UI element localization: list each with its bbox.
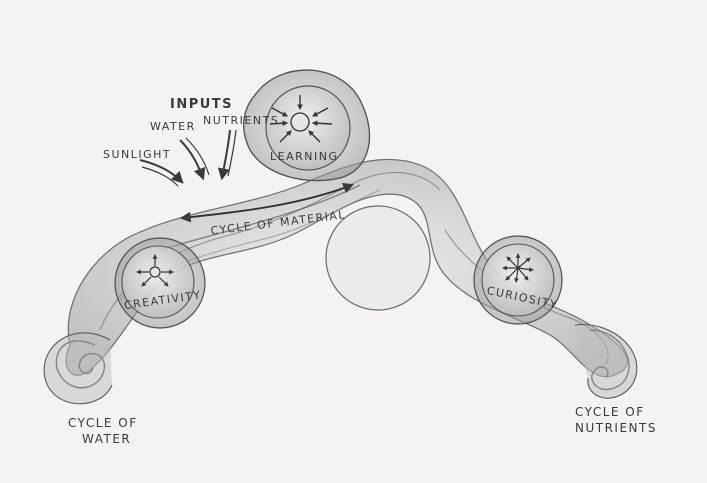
input-label-nutrients: NUTRIENTS	[203, 114, 279, 127]
curiosity-bubble	[474, 236, 562, 324]
cycle-nutrients-line-2: NUTRIENTS	[575, 421, 657, 435]
input-label-sunlight: SUNLIGHT	[103, 148, 171, 161]
input-label-water: WATER	[150, 120, 196, 133]
creativity-bubble	[115, 238, 205, 328]
cycle-water-line-1: CYCLE OF	[68, 416, 138, 430]
inputs-heading: INPUTS	[170, 97, 233, 112]
water-spiral	[44, 333, 112, 404]
cycle-water-line-2: WATER	[82, 432, 131, 446]
cycle-nutrients-line-1: CYCLE OF	[575, 405, 645, 419]
nutrients-spiral	[575, 325, 637, 399]
node-label-learning: LEARNING	[270, 150, 338, 163]
